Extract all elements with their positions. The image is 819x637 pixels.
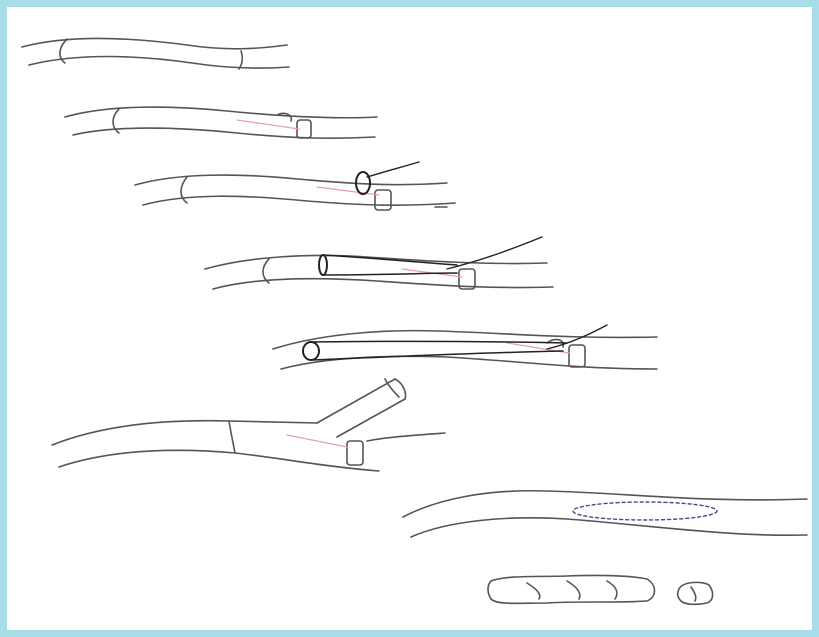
- illustration-canvas: [7, 7, 812, 630]
- suture-line: [573, 502, 717, 520]
- step-1-vessel: [22, 39, 289, 70]
- catheter-tip: [319, 255, 327, 275]
- step-6-vessel: [52, 379, 445, 471]
- surgical-step-diagram: [7, 7, 812, 630]
- step-4-vessel: [205, 237, 553, 289]
- marked-segment: [237, 120, 299, 129]
- step-5-vessel: [273, 325, 657, 369]
- specimen-large: [488, 575, 655, 603]
- step-3-vessel: [135, 162, 455, 210]
- branch: [317, 379, 405, 437]
- step-7-vessel: [403, 491, 807, 537]
- specimen-small: [678, 582, 713, 604]
- step-2-vessel: [65, 107, 377, 138]
- wire: [367, 162, 419, 177]
- catheter-tip: [303, 342, 319, 360]
